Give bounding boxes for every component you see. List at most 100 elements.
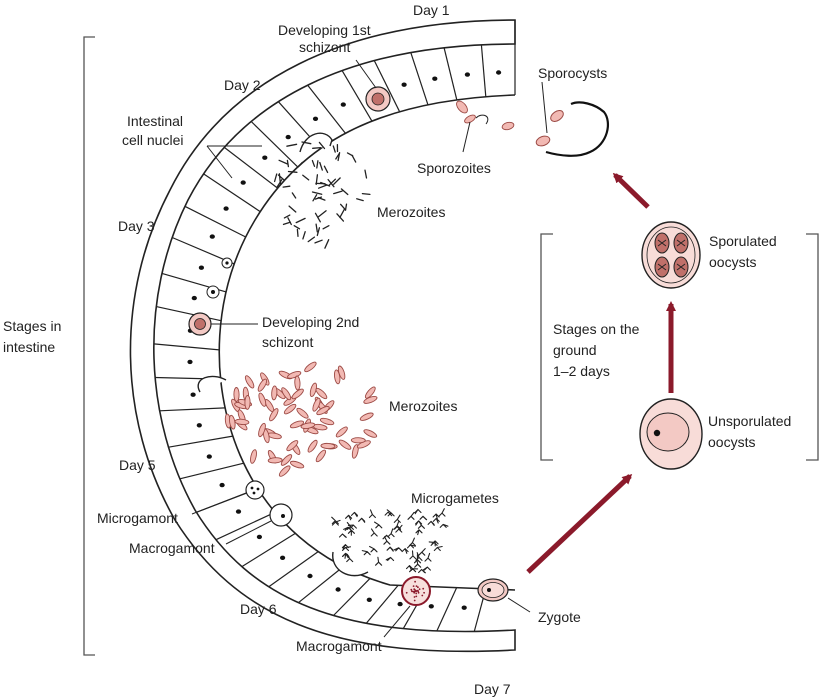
cell-divider	[341, 70, 373, 122]
cell-divider	[480, 44, 487, 97]
merozoite	[273, 173, 278, 183]
microgamete	[368, 509, 376, 519]
cell-nucleus	[366, 597, 372, 602]
granule	[413, 599, 416, 602]
label-macrogamont-bottom: Macrogamont	[296, 638, 382, 654]
merozoite	[350, 437, 366, 444]
merozoite	[333, 177, 341, 185]
cell-nucleus	[285, 134, 291, 140]
microgamete	[361, 550, 371, 556]
granule	[422, 587, 425, 590]
microgamete	[393, 514, 401, 523]
merozoite	[286, 143, 298, 147]
microgamete	[350, 511, 359, 518]
merozoite	[319, 417, 335, 426]
cell-divider	[307, 84, 346, 134]
arrow-sporulated-to-ingestion	[612, 172, 650, 209]
microgamete	[419, 515, 428, 521]
cell-divider	[365, 584, 399, 624]
merozoite	[283, 403, 297, 415]
microgamete	[374, 521, 383, 529]
merozoite	[315, 174, 319, 186]
cell-divider	[156, 306, 222, 322]
cell-divider	[203, 173, 261, 213]
granule	[415, 595, 418, 598]
cell-stages	[188, 86, 509, 606]
microgamete	[415, 552, 423, 561]
zygote-cell	[477, 578, 509, 602]
microgamete	[375, 556, 383, 566]
merozoite	[307, 439, 318, 453]
microgamete	[345, 514, 353, 521]
label-microgametes: Microgametes	[411, 490, 499, 506]
label-stages-on-ground-2: ground	[553, 342, 597, 358]
label-stages-in-intestine-2: intestine	[3, 339, 55, 355]
cell-nucleus	[464, 72, 470, 77]
sporozoite	[456, 100, 468, 114]
merozoite	[359, 412, 374, 421]
merozoite	[311, 159, 316, 167]
cell-nucleus	[432, 76, 438, 81]
macrogamont-cell-bottom	[401, 576, 431, 606]
cell-nucleus	[240, 180, 246, 185]
cell-nucleus	[198, 265, 204, 270]
cell-nucleus	[397, 601, 403, 607]
merozoite	[335, 152, 341, 160]
label-sporozoites: Sporozoites	[417, 160, 491, 176]
cell-nucleus	[219, 482, 225, 488]
merozoite	[364, 386, 376, 399]
microgamete	[385, 556, 395, 562]
merozoite	[288, 205, 297, 213]
merozoite	[296, 407, 309, 419]
microgamete	[417, 520, 425, 529]
microgamete	[383, 536, 391, 545]
cell-divider	[333, 577, 371, 616]
sporozoite	[501, 121, 515, 131]
microgamete	[358, 517, 366, 523]
arrow-zygote-to-unsporulated	[526, 473, 633, 574]
pocket-merozoites-1	[299, 132, 333, 153]
merozoite	[317, 184, 328, 189]
label-merozoites-1: Merozoites	[377, 204, 445, 220]
merozoite	[296, 228, 299, 237]
label-intestinal-cell-nuclei: Intestinal	[127, 113, 183, 129]
cell-nucleus	[262, 155, 268, 160]
merozoite	[312, 146, 322, 149]
merozoite	[234, 418, 250, 426]
granule	[417, 586, 419, 589]
microgametes-cloud	[331, 508, 449, 574]
sporocyst	[550, 110, 564, 122]
sporozoite	[464, 114, 476, 124]
cell-divider	[443, 47, 458, 100]
microgamont-cell	[245, 480, 265, 500]
cell-divider	[298, 566, 344, 604]
microgamete	[370, 528, 378, 537]
cell-nucleus	[206, 454, 212, 459]
merozoite	[316, 406, 330, 416]
merozoite	[280, 454, 293, 466]
label-unsporulated-oocysts: Unsporulated	[708, 413, 791, 429]
merozoite	[314, 212, 321, 223]
merozoite	[244, 375, 255, 389]
sporulated-oocyst	[641, 221, 701, 289]
merozoite	[314, 239, 323, 244]
cell-nucleus	[428, 604, 434, 609]
label-stages-on-ground-3: 1–2 days	[553, 363, 610, 379]
developing-1st-schizont	[365, 86, 391, 112]
life-cycle-arrows	[526, 172, 676, 574]
microgamete	[369, 545, 378, 553]
cell-nucleus	[209, 234, 215, 239]
microgamete	[432, 513, 440, 520]
granule	[415, 585, 418, 587]
microgamete	[346, 521, 354, 530]
microgamete	[427, 520, 435, 526]
granule	[415, 592, 418, 595]
cell-nucleus	[256, 534, 262, 540]
microgamete	[422, 566, 431, 571]
merozoite	[304, 361, 317, 373]
cell-nucleus	[223, 206, 229, 211]
merozoite	[250, 449, 257, 464]
cell-nucleus	[401, 82, 407, 87]
microgamete	[418, 568, 426, 574]
